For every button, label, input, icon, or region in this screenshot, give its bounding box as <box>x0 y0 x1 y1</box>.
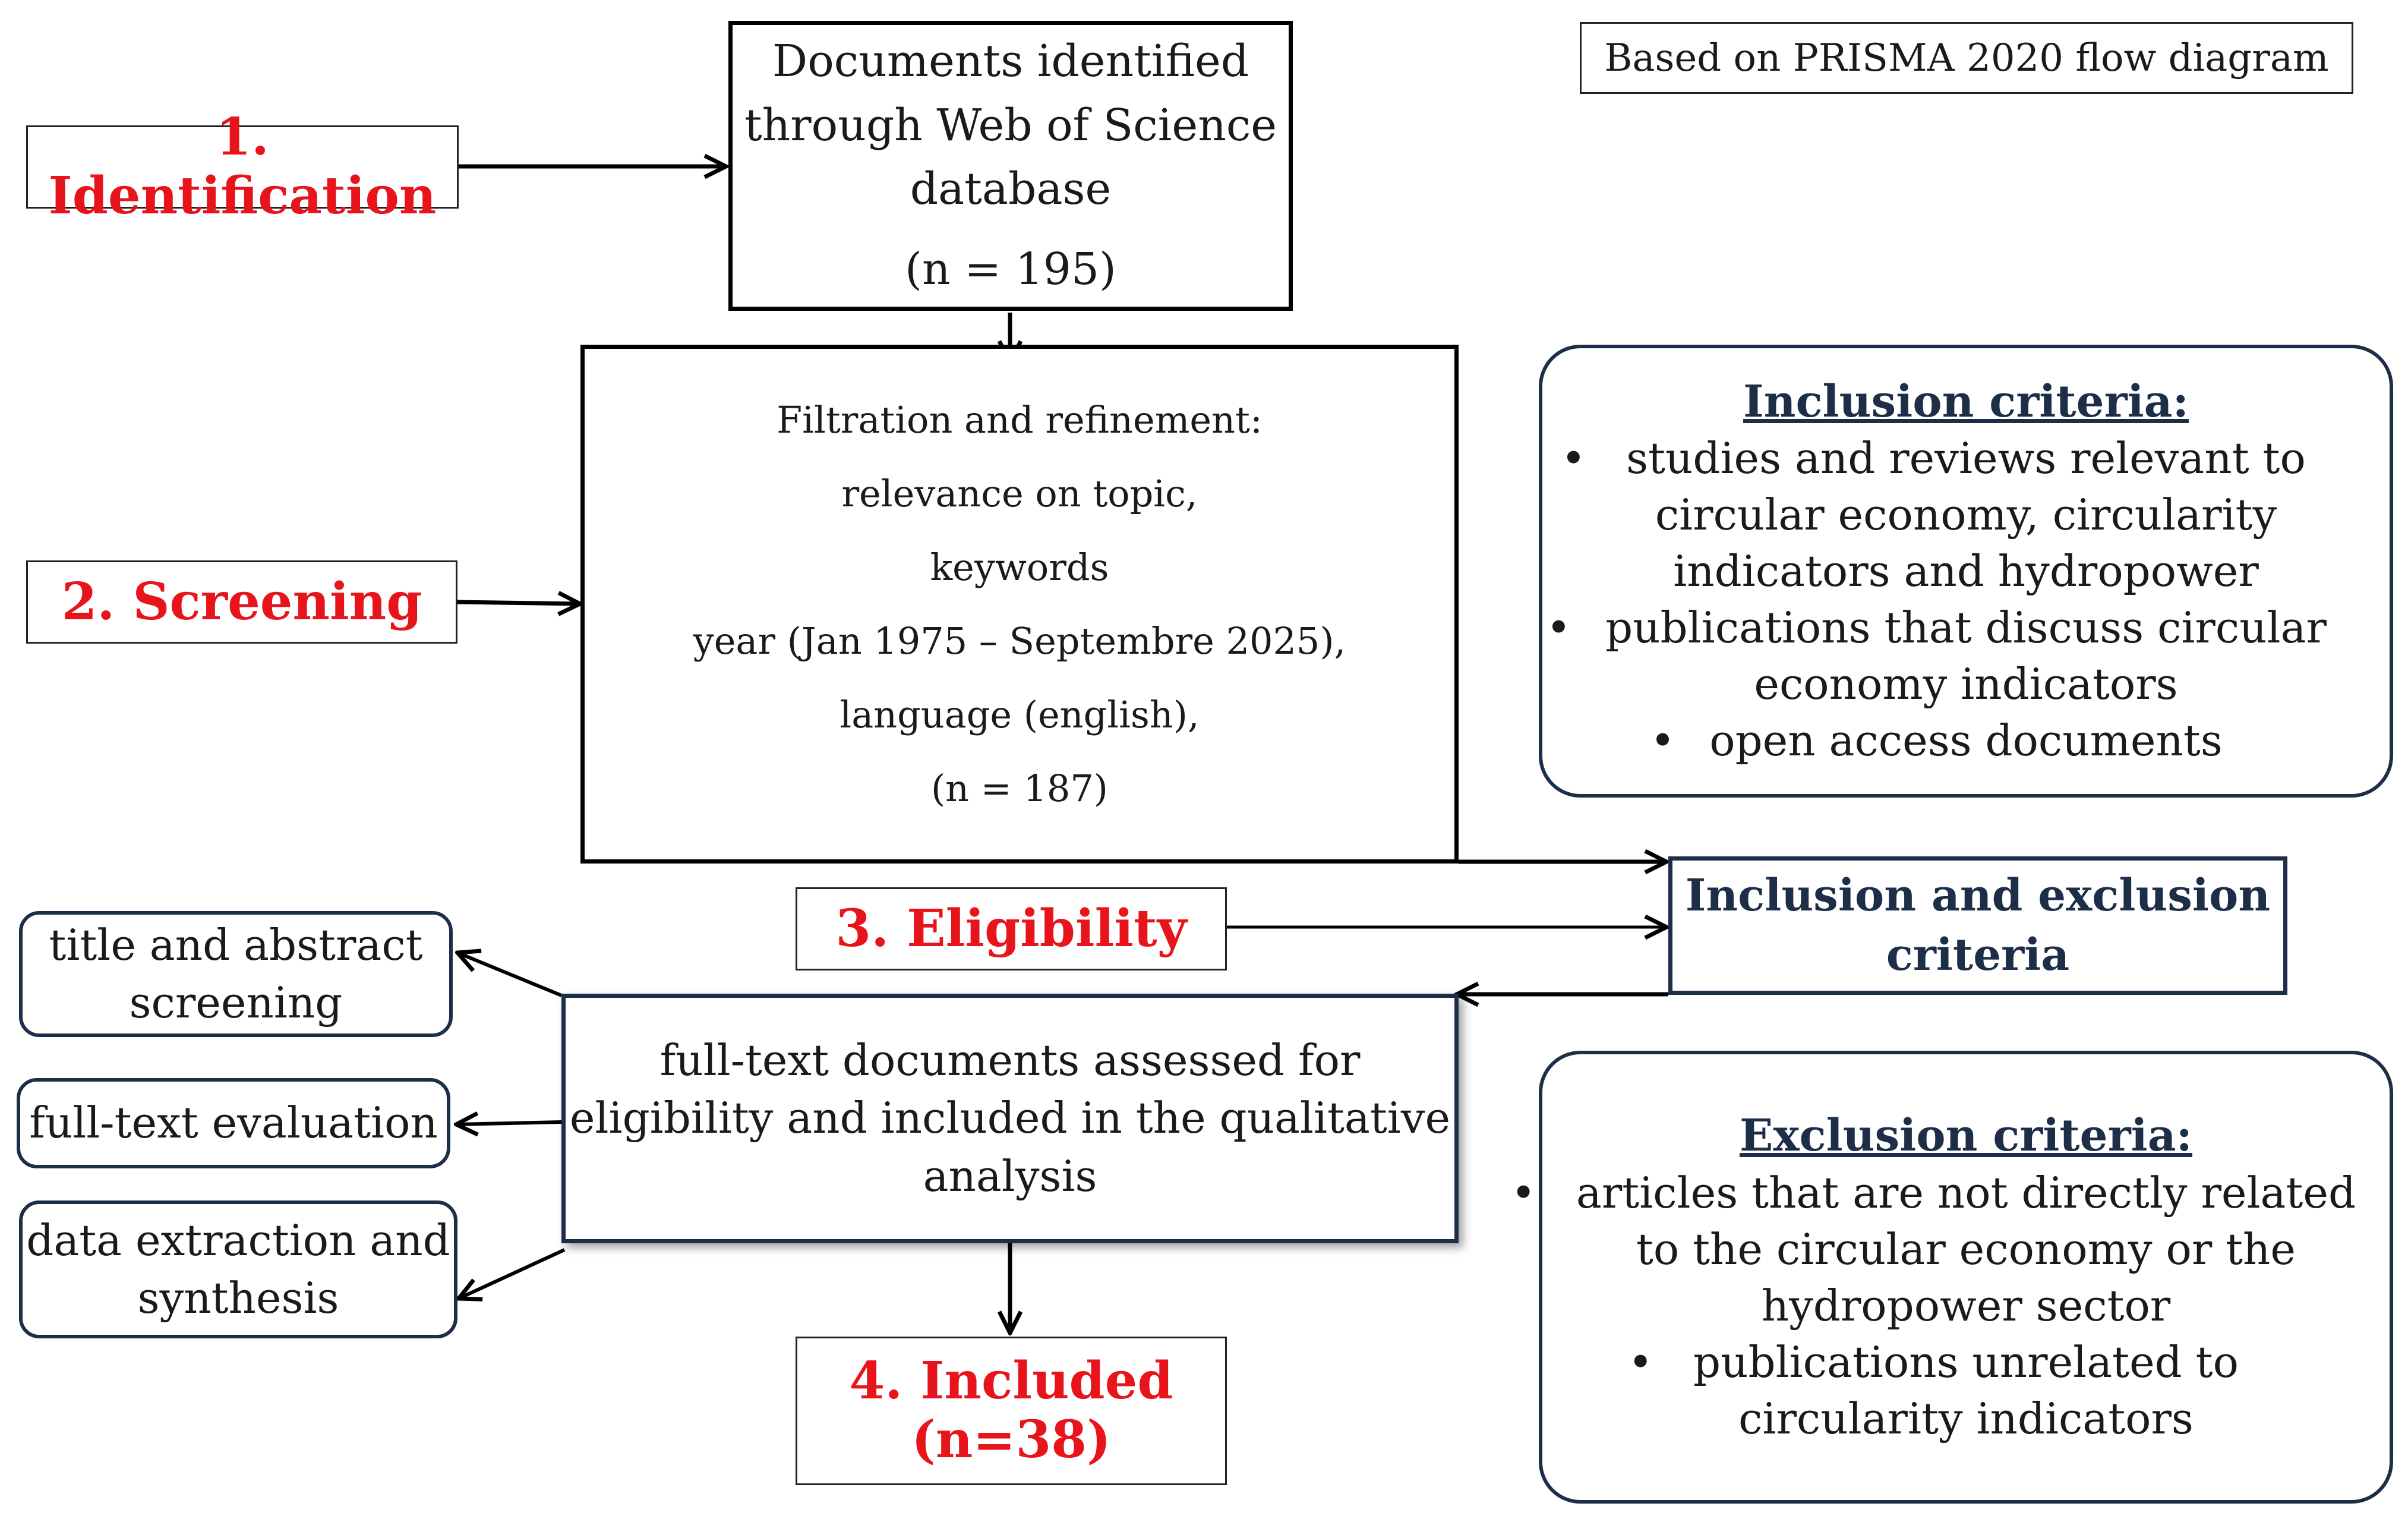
bullet-icon: • <box>1546 603 1571 653</box>
exclusion-item-line: articles that are not directly related <box>1576 1167 2356 1218</box>
identified-line: database <box>910 163 1112 215</box>
exclusion-criteria-panel: Exclusion criteria: • articles that are … <box>1511 1051 2393 1504</box>
side-step-line: synthesis <box>137 1273 339 1323</box>
fulltext-assessment-box: full-text documents assessed for eligibi… <box>561 994 1459 1243</box>
exclusion-item-line: hydropower sector <box>1761 1280 2171 1331</box>
side-step-line: data extraction and <box>26 1215 450 1265</box>
inclusion-item-line: circular economy, circularity <box>1655 490 2277 540</box>
identified-line: Documents identified <box>772 36 1249 87</box>
stage-identification-label: 1. Identification <box>48 107 437 226</box>
bullet-icon: • <box>1510 1167 1536 1218</box>
bullet-icon: • <box>1650 716 1675 766</box>
data-extraction-box: data extraction and synthesis <box>19 1200 457 1338</box>
inclusion-criteria-item: • publications that discuss circular eco… <box>1546 600 2327 713</box>
inclusion-criteria-title: Inclusion criteria: <box>1743 376 2189 427</box>
exclusion-item-line: to the circular economy or the <box>1636 1224 2296 1274</box>
bullet-icon: • <box>1561 433 1586 483</box>
inclusion-criteria-panel: Inclusion criteria: • studies and review… <box>1539 345 2393 798</box>
stage-identification: 1. Identification <box>26 108 459 225</box>
inclusion-exclusion-box: Inclusion and exclusion criteria <box>1668 856 2287 995</box>
inclusion-item-line: studies and reviews relevant to <box>1626 433 2306 483</box>
filtration-count: (n = 187) <box>930 766 1108 810</box>
stage-screening: 2. Screening <box>26 560 457 644</box>
prisma-note-text: Based on PRISMA 2020 flow diagram <box>1604 36 2329 80</box>
inclusion-criteria-item: • studies and reviews relevant to circul… <box>1561 430 2306 600</box>
inclusion-item-line: open access documents <box>1709 716 2223 766</box>
bullet-icon: • <box>1628 1337 1653 1387</box>
side-step-line: screening <box>129 978 343 1028</box>
stage-eligibility: 3. Eligibility <box>796 887 1227 970</box>
exclusion-item-line: circularity indicators <box>1738 1393 2194 1444</box>
stage-included-label: 4. Included <box>849 1351 1173 1411</box>
exclusion-criteria-title: Exclusion criteria: <box>1740 1110 2192 1162</box>
fulltext-evaluation-box: full-text evaluation <box>17 1078 450 1168</box>
stage-included: 4. Included (n=38) <box>796 1337 1227 1485</box>
identified-line: through Web of Science <box>744 99 1277 151</box>
arrow-to-title-abstract <box>457 953 563 997</box>
exclusion-criteria-item: • publications unrelated to circularity … <box>1628 1334 2239 1447</box>
stage-included-count: (n=38) <box>911 1410 1111 1470</box>
filtration-line: relevance on topic, <box>841 471 1198 515</box>
inc-exc-line: Inclusion and exclusion <box>1685 869 2271 921</box>
fulltext-line: eligibility and included in the qualitat… <box>569 1093 1451 1143</box>
inc-exc-line: criteria <box>1886 929 2070 981</box>
inclusion-item-line: indicators and hydropower <box>1673 546 2259 597</box>
inclusion-item-line: publications that discuss circular <box>1605 603 2327 653</box>
side-step-line: title and abstract <box>49 919 423 970</box>
filtration-line: language (english), <box>840 692 1200 736</box>
exclusion-item-line: publications unrelated to <box>1693 1337 2239 1387</box>
stage-screening-label: 2. Screening <box>61 571 422 632</box>
exclusion-criteria-item: • articles that are not directly related… <box>1511 1165 2356 1334</box>
identified-documents-box: Documents identified through Web of Scie… <box>728 21 1293 311</box>
fulltext-line: analysis <box>923 1151 1097 1201</box>
prisma-note: Based on PRISMA 2020 flow diagram <box>1580 22 2353 94</box>
filtration-line: Filtration and refinement: <box>777 398 1263 442</box>
filtration-line: year (Jan 1975 – Septembre 2025), <box>693 619 1346 663</box>
filtration-line: keywords <box>930 545 1109 589</box>
arrow-screening <box>457 602 580 604</box>
stage-eligibility-label: 3. Eligibility <box>835 898 1187 959</box>
filtration-box: Filtration and refinement: relevance on … <box>580 345 1459 864</box>
identified-count: (n = 195) <box>905 244 1116 295</box>
arrow-to-data-extraction <box>459 1248 566 1299</box>
inclusion-item-line: economy indicators <box>1754 659 2178 710</box>
title-abstract-screening-box: title and abstract screening <box>19 911 453 1037</box>
inclusion-criteria-item: • open access documents <box>1650 713 2223 769</box>
side-step-line: full-text evaluation <box>29 1098 438 1148</box>
fulltext-line: full-text documents assessed for <box>659 1035 1361 1086</box>
arrow-to-fulltext-eval <box>456 1122 562 1124</box>
